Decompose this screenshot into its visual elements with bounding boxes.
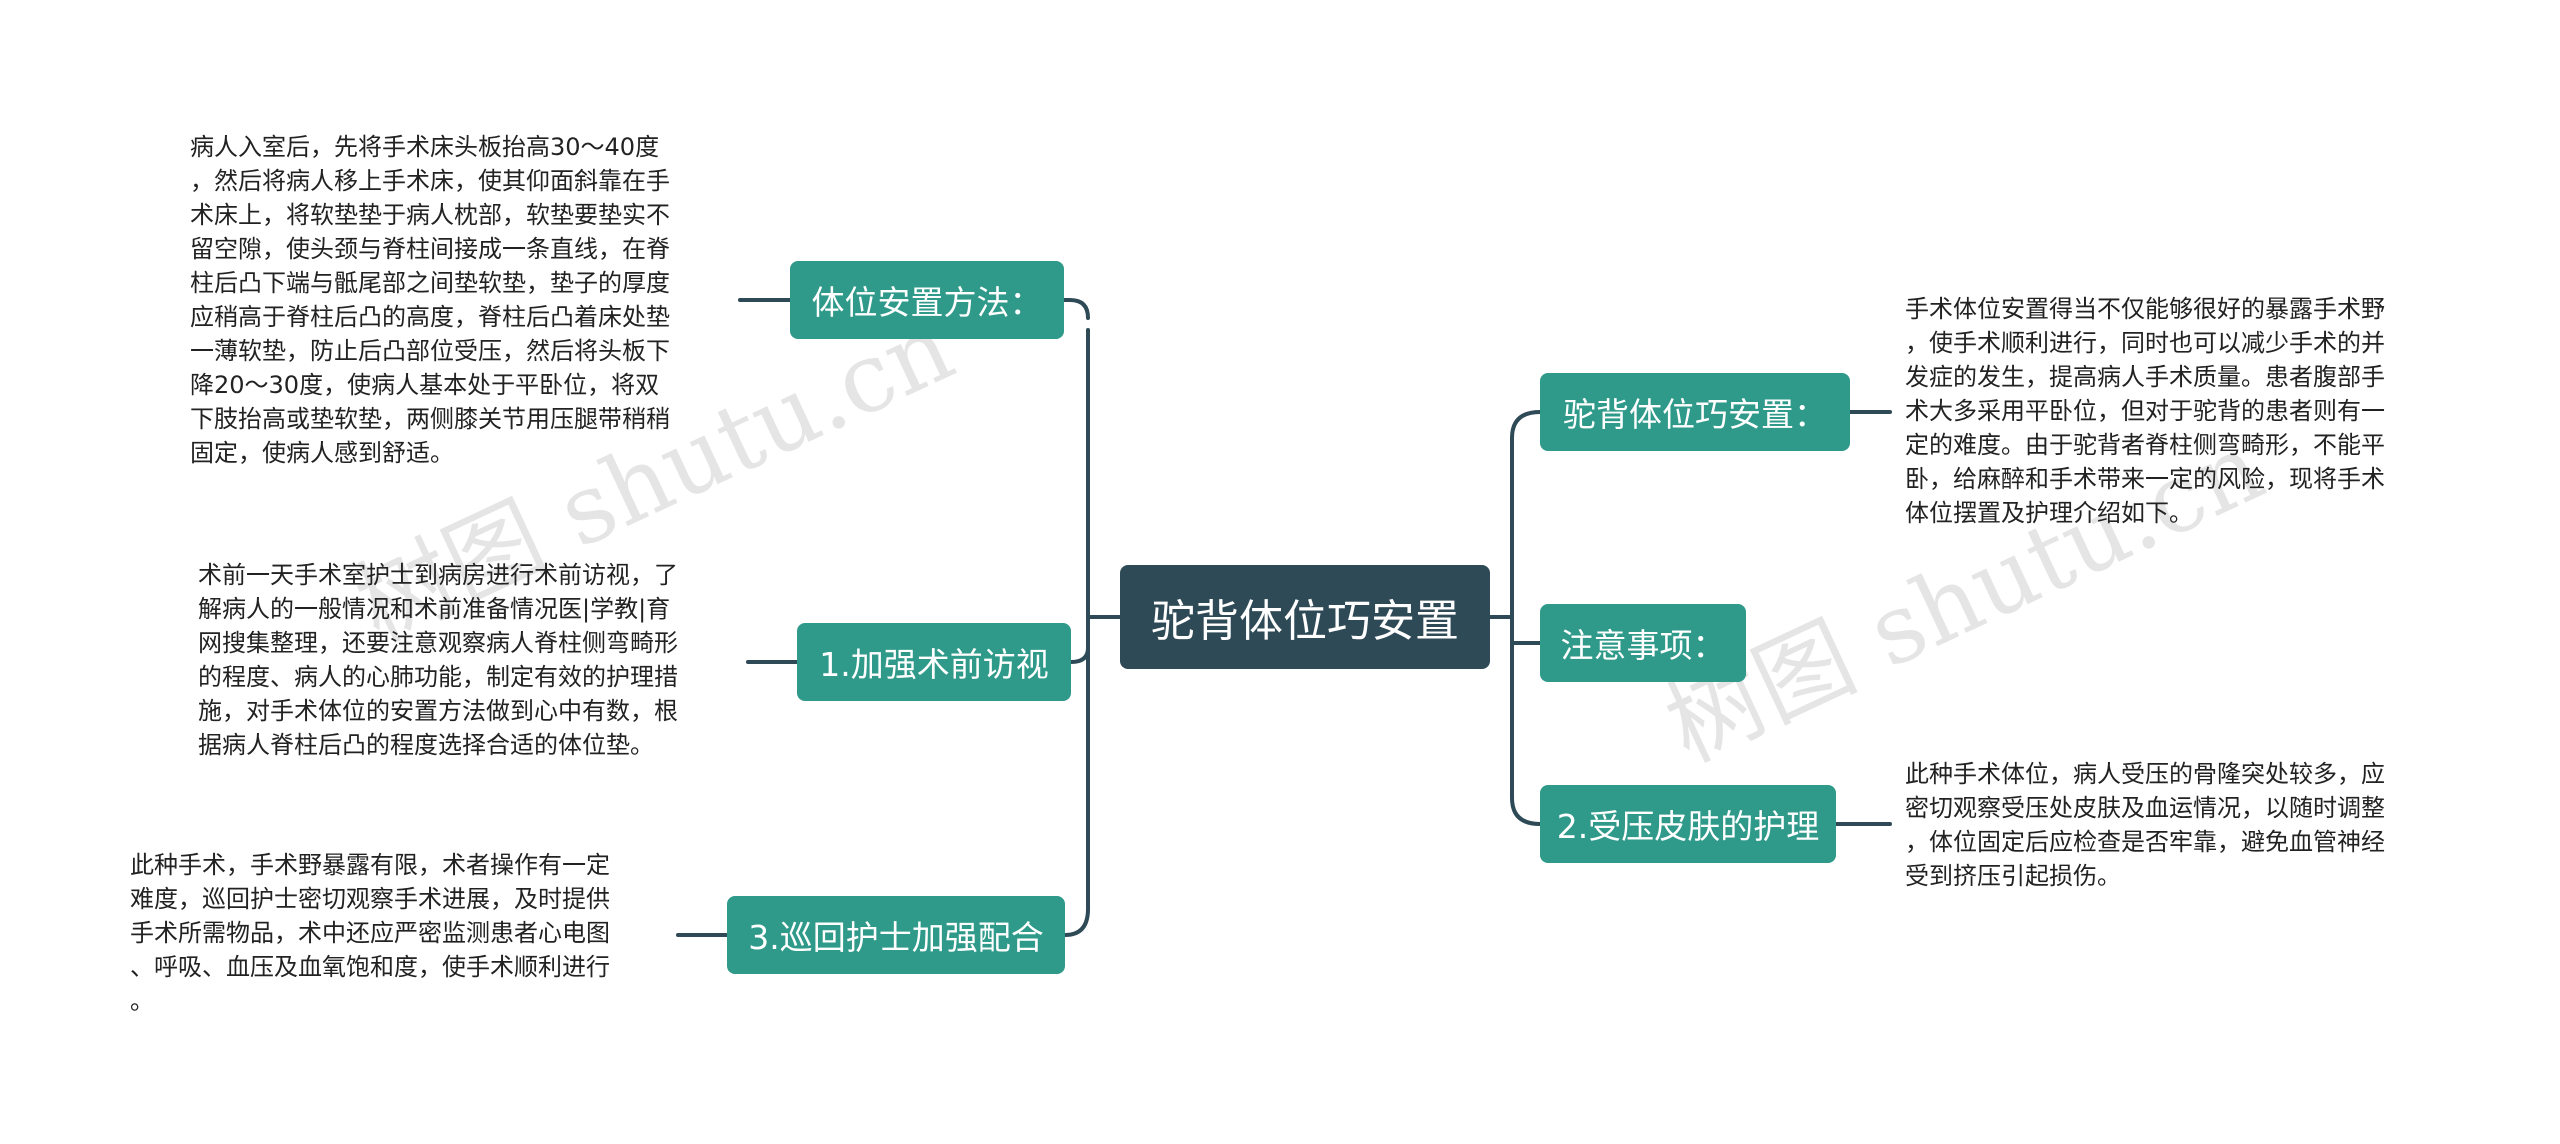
- branch-label: 体位安置方法：: [811, 283, 1043, 322]
- note-line: ，然后将病人移上手术床，使其仰面斜靠在手: [190, 167, 670, 195]
- note-line: 降20～30度，使病人基本处于平卧位，将双: [190, 371, 660, 399]
- central-topic-label: 驼背体位巧安置: [1151, 596, 1459, 647]
- note-hunchback-positioning: 手术体位安置得当不仅能够很好的暴露手术野 ，使手术顺利进行，同时也可以减少手术的并…: [1905, 292, 2385, 530]
- note-line: 留空隙，使头颈与脊柱间接成一条直线，在脊: [190, 235, 670, 263]
- branch-label: 注意事项：: [1560, 626, 1726, 665]
- note-line: 网搜集整理，还要注意观察病人脊柱侧弯畸形: [198, 629, 678, 657]
- note-line: 术前一天手术室护士到病房进行术前访视，了: [198, 561, 678, 589]
- note-line: 密切观察受压处皮肤及血运情况，以随时调整: [1905, 794, 2385, 822]
- note-preop-visit: 术前一天手术室护士到病房进行术前访视，了解病人的一般情况和术前准备情况医|学教|…: [198, 558, 678, 762]
- note-line: 发症的发生，提高病人手术质量。患者腹部手: [1905, 363, 2385, 391]
- note-circulating-nurse: 此种手术，手术野暴露有限，术者操作有一定难度，巡回护士密切观察手术进展，及时提供…: [130, 848, 610, 1018]
- central-topic[interactable]: 驼背体位巧安置: [1120, 565, 1490, 669]
- connector-branch: [1063, 907, 1090, 937]
- connector-branch: [1069, 646, 1090, 664]
- note-line: 体位摆置及护理介绍如下。: [1905, 499, 2193, 527]
- note-line: 。: [130, 987, 154, 1015]
- note-line: 解病人的一般情况和术前准备情况医|学教|育: [198, 595, 671, 623]
- note-line: 术床上，将软垫垫于病人枕部，软垫要垫实不: [190, 201, 670, 229]
- branch-label: 1.加强术前访视: [819, 645, 1049, 684]
- note-line: 、呼吸、血压及血氧饱和度，使手术顺利进行: [130, 953, 610, 981]
- note-line: 据病人脊柱后凸的程度选择合适的体位垫。: [198, 731, 654, 759]
- note-line: 下肢抬高或垫软垫，两侧膝关节用压腿带稍稍: [190, 405, 670, 433]
- note-positioning-method: 病人入室后，先将手术床头板抬高30～40度 ，然后将病人移上手术床，使其仰面斜靠在…: [190, 130, 670, 470]
- note-line: 柱后凸下端与骶尾部之间垫软垫，垫子的厚度: [190, 269, 670, 297]
- note-line: 施，对手术体位的安置方法做到心中有数，根: [198, 697, 678, 725]
- note-line: 术大多采用平卧位，但对于驼背的患者则有一: [1905, 397, 2385, 425]
- note-line: 手术所需物品，术中还应严密监测患者心电图: [130, 919, 610, 947]
- branch-precautions[interactable]: 注意事项：: [1540, 604, 1746, 682]
- note-line: 应稍高于脊柱后凸的高度，脊柱后凸着床处垫: [190, 303, 670, 331]
- note-line: 手术体位安置得当不仅能够很好的暴露手术野: [1905, 295, 2385, 323]
- note-line: 一薄软垫，防止后凸部位受压，然后将头板下: [190, 337, 670, 365]
- note-line: 定的难度。由于驼背者脊柱侧弯畸形，不能平: [1905, 431, 2385, 459]
- note-line: 难度，巡回护士密切观察手术进展，及时提供: [130, 885, 610, 913]
- branch-label: 2.受压皮肤的护理: [1556, 807, 1820, 846]
- note-line: 此种手术，手术野暴露有限，术者操作有一定: [130, 851, 610, 879]
- branch-hunchback-positioning[interactable]: 驼背体位巧安置：: [1540, 373, 1850, 451]
- note-line: 的程度、病人的心肺功能，制定有效的护理措: [198, 663, 678, 691]
- note-line: ，使手术顺利进行，同时也可以减少手术的并: [1905, 329, 2385, 357]
- branch-preop-visit[interactable]: 1.加强术前访视: [797, 623, 1071, 701]
- note-pressure-skin-care: 此种手术体位，病人受压的骨隆突处较多，应密切观察受压处皮肤及血运情况，以随时调整…: [1905, 757, 2385, 893]
- branch-positioning-method[interactable]: 体位安置方法：: [790, 261, 1064, 339]
- note-line: 受到挤压引起损伤。: [1905, 862, 2121, 890]
- note-line: 此种手术体位，病人受压的骨隆突处较多，应: [1905, 760, 2385, 788]
- branch-label: 3.巡回护士加强配合: [748, 918, 1044, 957]
- note-line: 卧，给麻醉和手术带来一定的风险，现将手术: [1905, 465, 2385, 493]
- connector-branch: [1062, 298, 1090, 320]
- note-line: 固定，使病人感到舒适。: [190, 439, 454, 467]
- connector-branch: [1510, 410, 1542, 440]
- note-line: 病人入室后，先将手术床头板抬高30～40度: [190, 133, 660, 161]
- branch-pressure-skin-care[interactable]: 2.受压皮肤的护理: [1540, 785, 1836, 863]
- branch-circulating-nurse[interactable]: 3.巡回护士加强配合: [727, 896, 1065, 974]
- connector-branch: [1510, 796, 1542, 826]
- branch-label: 驼背体位巧安置：: [1563, 395, 1827, 434]
- note-line: ，体位固定后应检查是否牢靠，避免血管神经: [1905, 828, 2385, 856]
